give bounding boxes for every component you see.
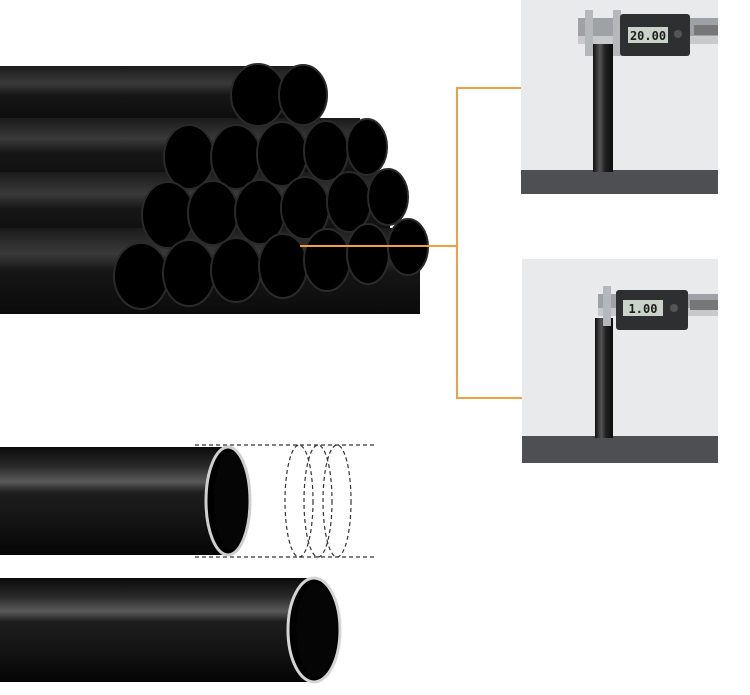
caliper-panel-thickness: 1.00 [522,259,718,463]
lcd-reading-thickness: 1.00 [629,302,658,316]
pipe-end [210,124,262,190]
pipe-end [326,171,372,233]
pipe-end [113,242,169,310]
pipe-end [258,233,308,299]
caliper-panel-diameter: 20.00 [521,0,718,194]
caliper-icon [598,286,718,330]
pipe-cross-section [195,444,375,558]
pipe-stack [0,63,429,314]
pipe-end [210,237,262,303]
pipe-end [346,223,390,285]
leader-lines [300,87,522,399]
pipe-end [278,64,328,126]
pipe-end [163,124,215,190]
lcd-reading-diameter: 20.00 [630,29,666,43]
pipe-end [162,239,216,307]
pipe-end [256,121,308,187]
pipe-end [367,168,409,226]
pipe-end [303,228,351,292]
pipe-end [346,118,388,176]
pipe-end [141,181,195,249]
pipe-ends [113,63,429,310]
pipe-single-1 [0,445,252,557]
pipe-end [303,120,349,182]
pipe-end [187,180,239,246]
pipe-single-2 [0,576,342,684]
caliper-icon [578,10,718,56]
pipe-end [230,63,286,127]
